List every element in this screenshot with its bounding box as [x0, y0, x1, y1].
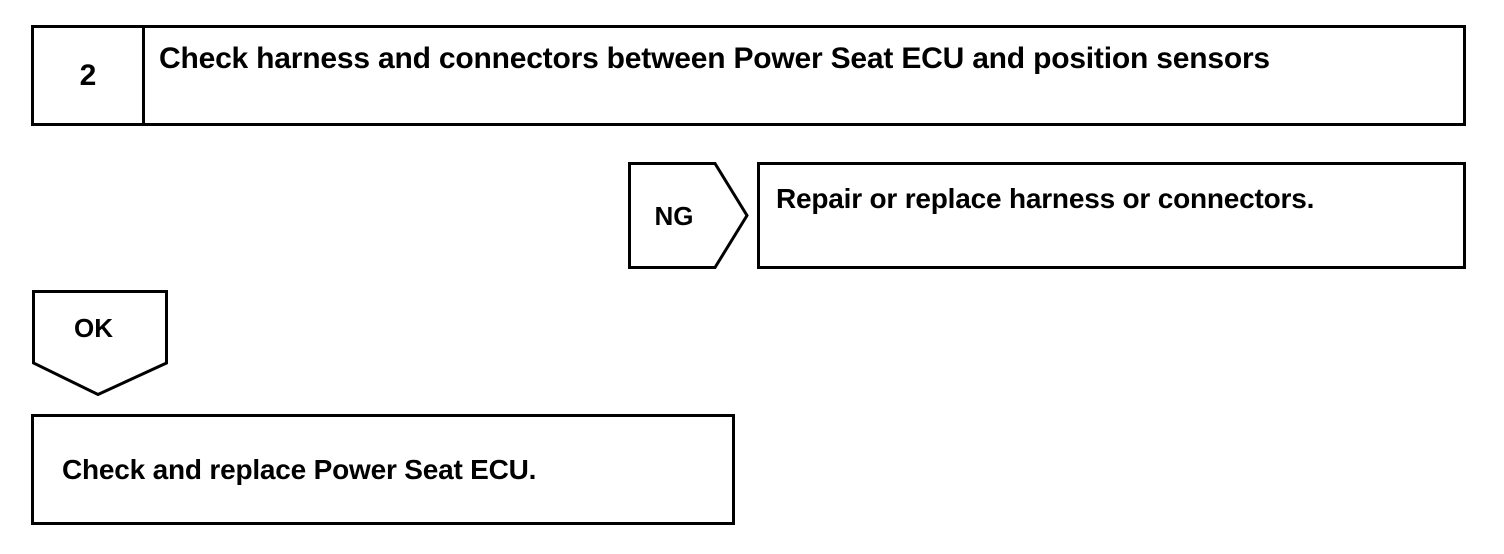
ok-arrow-shape: [32, 290, 168, 396]
step-instruction-cell: Check harness and connectors between Pow…: [145, 28, 1463, 123]
step-instruction: Check harness and connectors between Pow…: [159, 42, 1270, 75]
ng-arrow-shape: [628, 162, 749, 269]
ok-result-text: Check and replace Power Seat ECU.: [62, 453, 537, 485]
step-row: 2 Check harness and connectors between P…: [31, 25, 1466, 126]
ok-result-box: Check and replace Power Seat ECU.: [31, 414, 735, 525]
step-number-cell: 2: [34, 28, 145, 123]
step-number: 2: [79, 58, 97, 92]
ng-result-text: Repair or replace harness or connectors.: [776, 183, 1315, 214]
ng-result-box: Repair or replace harness or connectors.: [757, 162, 1466, 269]
